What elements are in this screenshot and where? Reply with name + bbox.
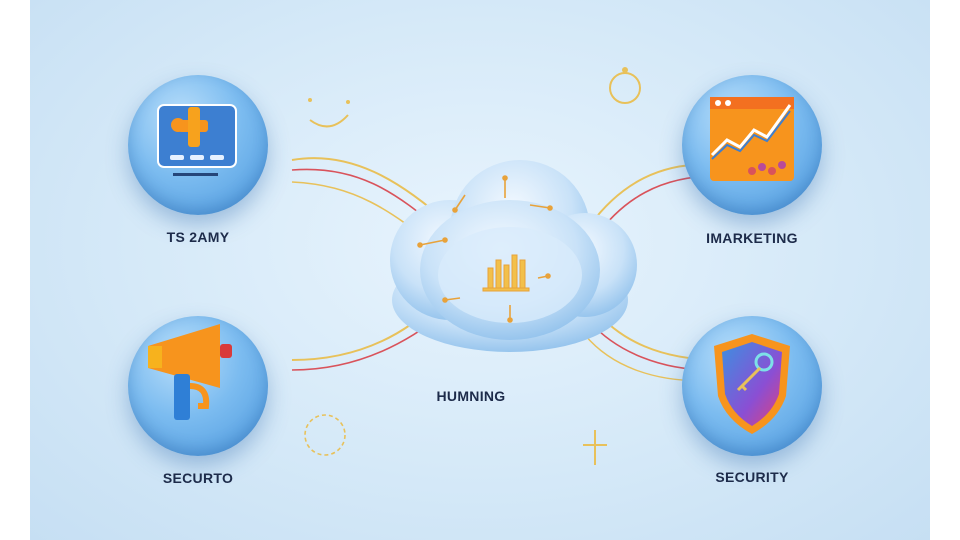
node-bottom-right bbox=[682, 316, 822, 456]
node-top-right-label: IMARKETING bbox=[706, 230, 798, 246]
diagram-canvas: TS 2AMY SECURTO IMARKETING bbox=[30, 0, 930, 540]
node-top-left-label: TS 2AMY bbox=[166, 229, 230, 245]
toolbox-icon bbox=[157, 104, 237, 176]
node-top-right bbox=[682, 75, 822, 215]
sparkle-icon bbox=[609, 67, 641, 104]
node-top-left bbox=[128, 75, 268, 215]
chart-icon bbox=[710, 97, 794, 181]
center-label: HUMNING bbox=[436, 388, 506, 404]
node-bottom-left bbox=[128, 316, 268, 456]
node-bottom-right-label: SECURITY bbox=[715, 469, 789, 485]
megaphone-icon bbox=[148, 324, 232, 420]
shield-icon bbox=[714, 334, 790, 434]
cloud-icon bbox=[390, 160, 637, 352]
node-bottom-left-label: SECURTO bbox=[162, 470, 234, 486]
sparkle-icon bbox=[308, 98, 350, 128]
sparkle-icon bbox=[304, 414, 346, 456]
sparkle-icon bbox=[583, 430, 607, 465]
